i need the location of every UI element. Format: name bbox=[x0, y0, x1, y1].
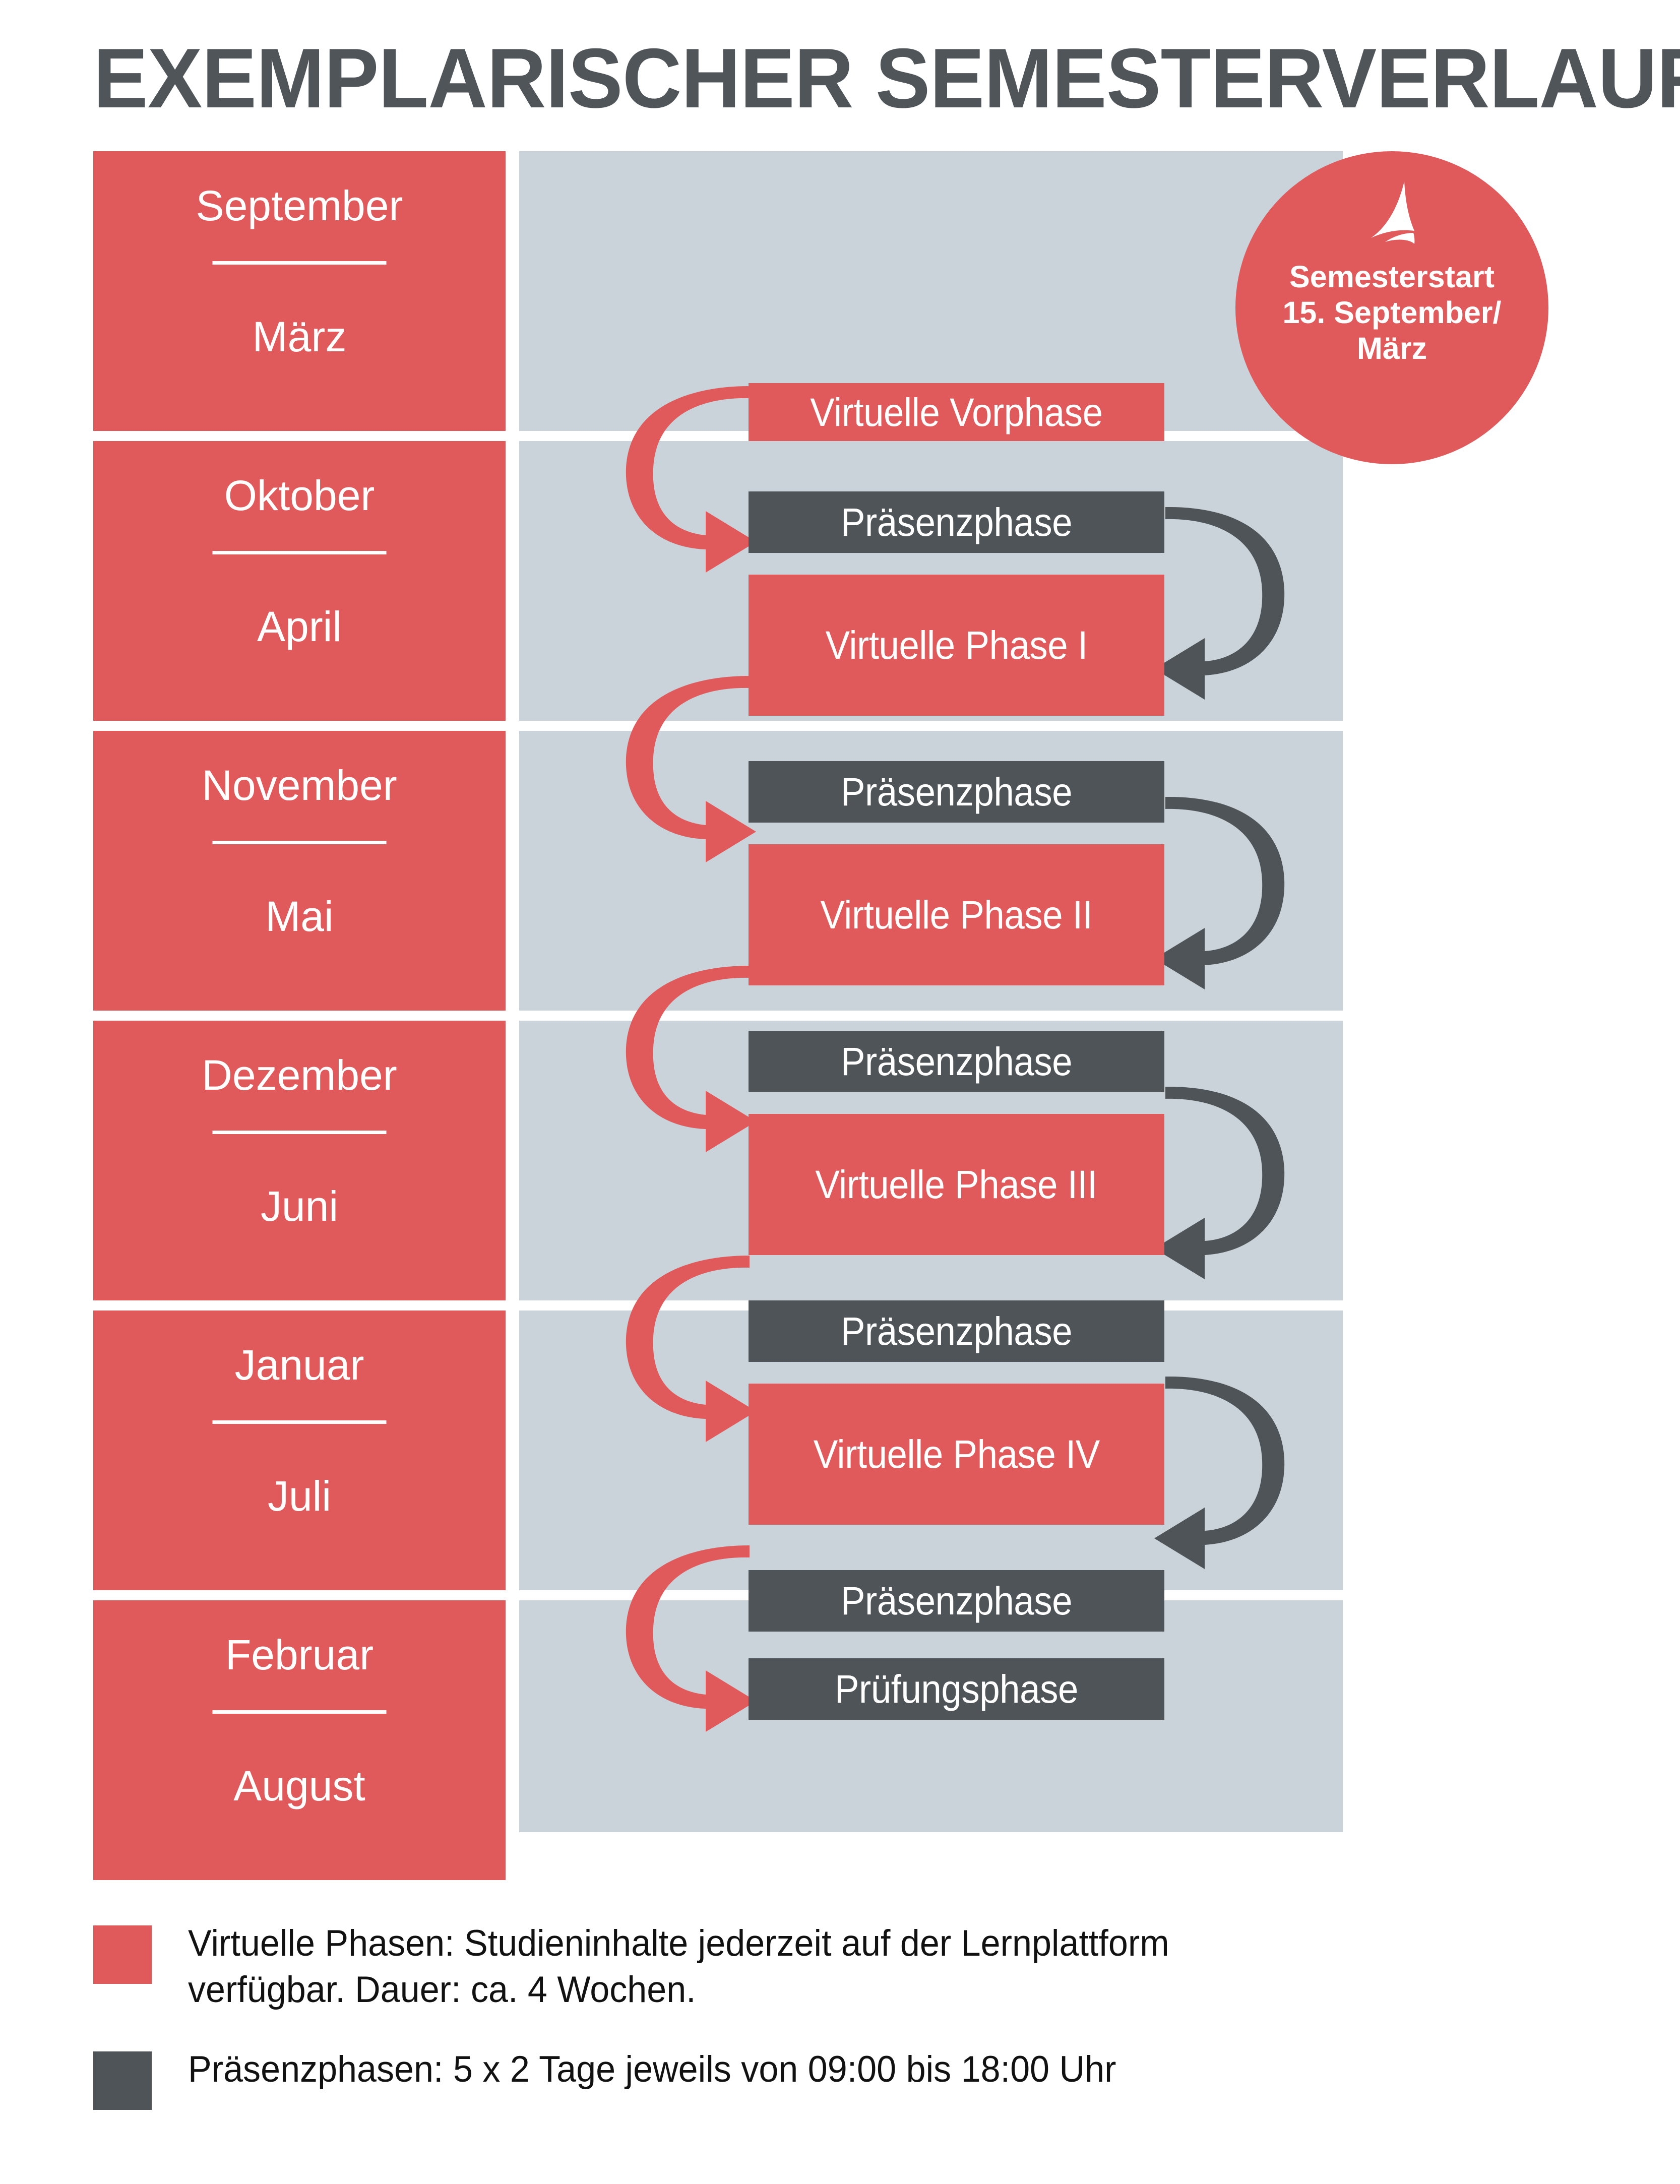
phase-label: Virtuelle Phase III bbox=[815, 1162, 1098, 1207]
phase-box-praesenzphase-3[interactable]: Präsenzphase bbox=[749, 1031, 1164, 1092]
sail-icon bbox=[1371, 181, 1414, 244]
month-divider bbox=[212, 261, 387, 265]
month-label-september: September bbox=[196, 182, 403, 229]
phase-label: Präsenzphase bbox=[840, 500, 1073, 544]
phase-box-praesenzphase-4[interactable]: Präsenzphase bbox=[749, 1300, 1164, 1362]
month-label-august: August bbox=[233, 1762, 365, 1809]
legend-text-virtual: Virtuelle Phasen: Studieninhalte jederze… bbox=[188, 1923, 1169, 2010]
month-cell-3: November Mai bbox=[93, 731, 506, 1011]
phase-box-virtuelle-phase-3[interactable]: Virtuelle Phase III bbox=[749, 1114, 1164, 1255]
phase-box-praesenzphase-2[interactable]: Präsenzphase bbox=[749, 761, 1164, 823]
legend-swatch-virtual bbox=[93, 1925, 152, 1984]
month-divider bbox=[212, 1420, 387, 1424]
phase-label: Virtuelle Phase I bbox=[825, 622, 1088, 667]
phase-label: Virtuelle Phase II bbox=[820, 892, 1093, 937]
month-divider bbox=[212, 1131, 387, 1134]
phase-label: Präsenzphase bbox=[840, 769, 1073, 814]
phase-box-praesenzphase-5[interactable]: Präsenzphase bbox=[749, 1570, 1164, 1632]
phase-label: Präsenzphase bbox=[840, 1039, 1073, 1084]
month-label-oktober: Oktober bbox=[224, 472, 375, 519]
month-cell-6: Februar August bbox=[93, 1600, 506, 1880]
phase-box-pruefungsphase[interactable]: Prüfungsphase bbox=[749, 1658, 1164, 1720]
month-label-november: November bbox=[202, 762, 397, 809]
month-cell-1: September März bbox=[93, 151, 506, 431]
month-cell-4: Dezember Juni bbox=[93, 1021, 506, 1300]
legend-swatch-presence bbox=[93, 2051, 152, 2110]
phase-label: Prüfungsphase bbox=[835, 1666, 1078, 1711]
month-divider bbox=[212, 1710, 387, 1714]
month-label-april: April bbox=[257, 603, 342, 650]
page-title: EXEMPLARISCHER SEMESTERVERLAUF bbox=[93, 31, 1680, 126]
month-label-januar: Januar bbox=[234, 1341, 364, 1389]
month-cell-5: Januar Juli bbox=[93, 1311, 506, 1590]
month-label-mai: Mai bbox=[265, 893, 334, 940]
phase-box-virtuelle-phase-2[interactable]: Virtuelle Phase II bbox=[749, 844, 1164, 985]
month-label-dezember: Dezember bbox=[202, 1051, 397, 1099]
month-cell-2: Oktober April bbox=[93, 441, 506, 721]
semester-start-badge[interactable]: Semesterstart 15. September/ März bbox=[1235, 151, 1548, 464]
month-label-juni: Juni bbox=[260, 1182, 339, 1230]
badge-text: Semesterstart 15. September/ März bbox=[1282, 260, 1502, 365]
phase-box-virtuelle-vorphase[interactable]: Virtuelle Vorphase bbox=[749, 383, 1164, 441]
month-divider bbox=[212, 841, 387, 844]
phase-box-virtuelle-phase-4[interactable]: Virtuelle Phase IV bbox=[749, 1384, 1164, 1525]
month-label-februar: Februar bbox=[225, 1631, 374, 1678]
phase-box-praesenzphase-1[interactable]: Präsenzphase bbox=[749, 491, 1164, 553]
month-divider bbox=[212, 551, 387, 554]
month-label-maerz: März bbox=[252, 313, 347, 360]
legend-text-presence: Präsenzphasen: 5 x 2 Tage jeweils von 09… bbox=[188, 2049, 1116, 2090]
phase-label: Virtuelle Vorphase bbox=[810, 389, 1103, 434]
phase-label: Virtuelle Phase IV bbox=[813, 1431, 1100, 1476]
phase-box-virtuelle-phase-1[interactable]: Virtuelle Phase I bbox=[749, 575, 1164, 716]
month-label-juli: Juli bbox=[267, 1472, 332, 1520]
phase-label: Präsenzphase bbox=[840, 1578, 1073, 1623]
phase-label: Präsenzphase bbox=[840, 1308, 1073, 1353]
